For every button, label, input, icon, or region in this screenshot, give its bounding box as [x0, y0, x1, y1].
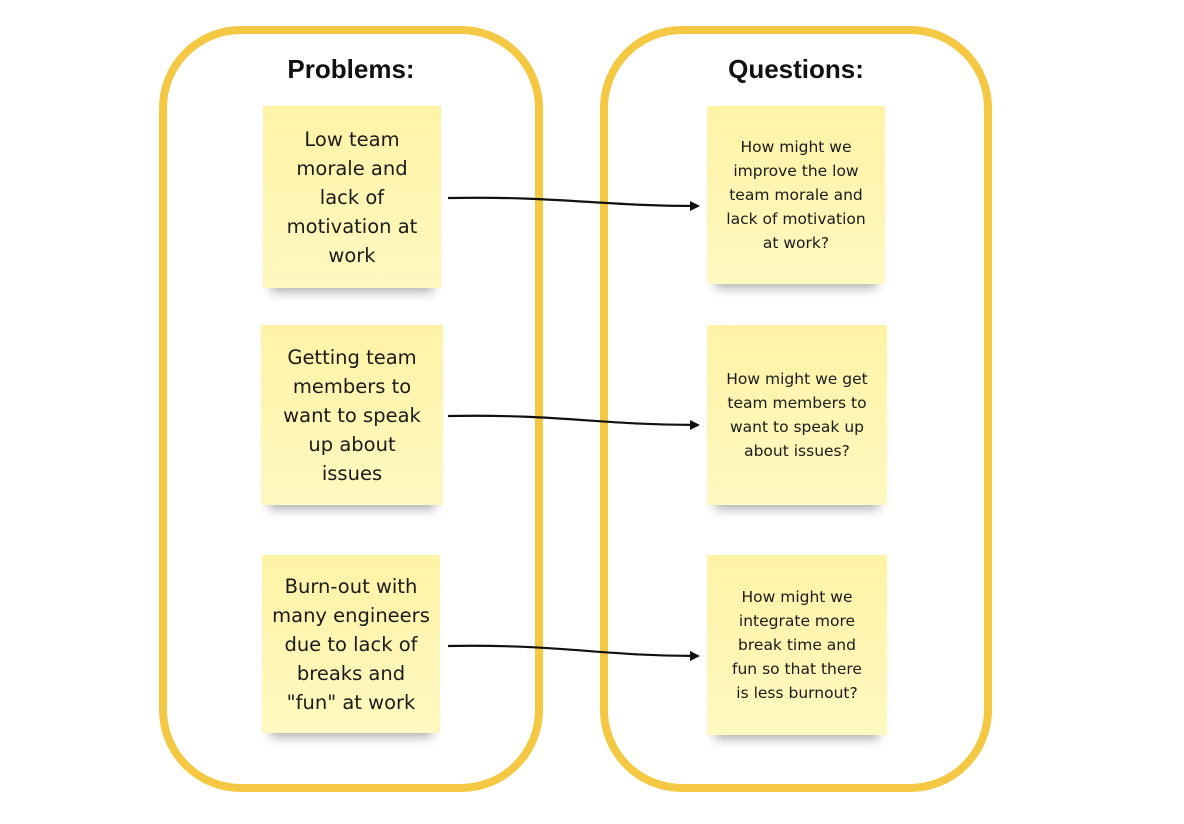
- problem-note-text: Burn-out with many engineers due to lack…: [272, 574, 430, 714]
- question-note-text: How might we integrate more break time a…: [732, 588, 862, 702]
- problem-sticky-note[interactable]: Burn-out with many engineers due to lack…: [262, 555, 440, 733]
- problems-title: Problems:: [287, 54, 415, 84]
- question-sticky-note[interactable]: How might we improve the low team morale…: [707, 106, 885, 284]
- questions-title: Questions:: [728, 54, 864, 84]
- question-sticky-note[interactable]: How might we get team members to want to…: [707, 325, 887, 505]
- question-sticky-note[interactable]: How might we integrate more break time a…: [707, 555, 887, 735]
- problem-note-text: Low team morale and lack of motivation a…: [286, 127, 418, 267]
- problem-note-text: Getting team members to want to speak up…: [283, 345, 421, 485]
- problem-sticky-note[interactable]: Low team morale and lack of motivation a…: [263, 106, 441, 288]
- question-note-text: How might we get team members to want to…: [726, 370, 868, 460]
- problem-sticky-note[interactable]: Getting team members to want to speak up…: [261, 325, 443, 505]
- question-note-text: How might we improve the low team morale…: [726, 138, 866, 252]
